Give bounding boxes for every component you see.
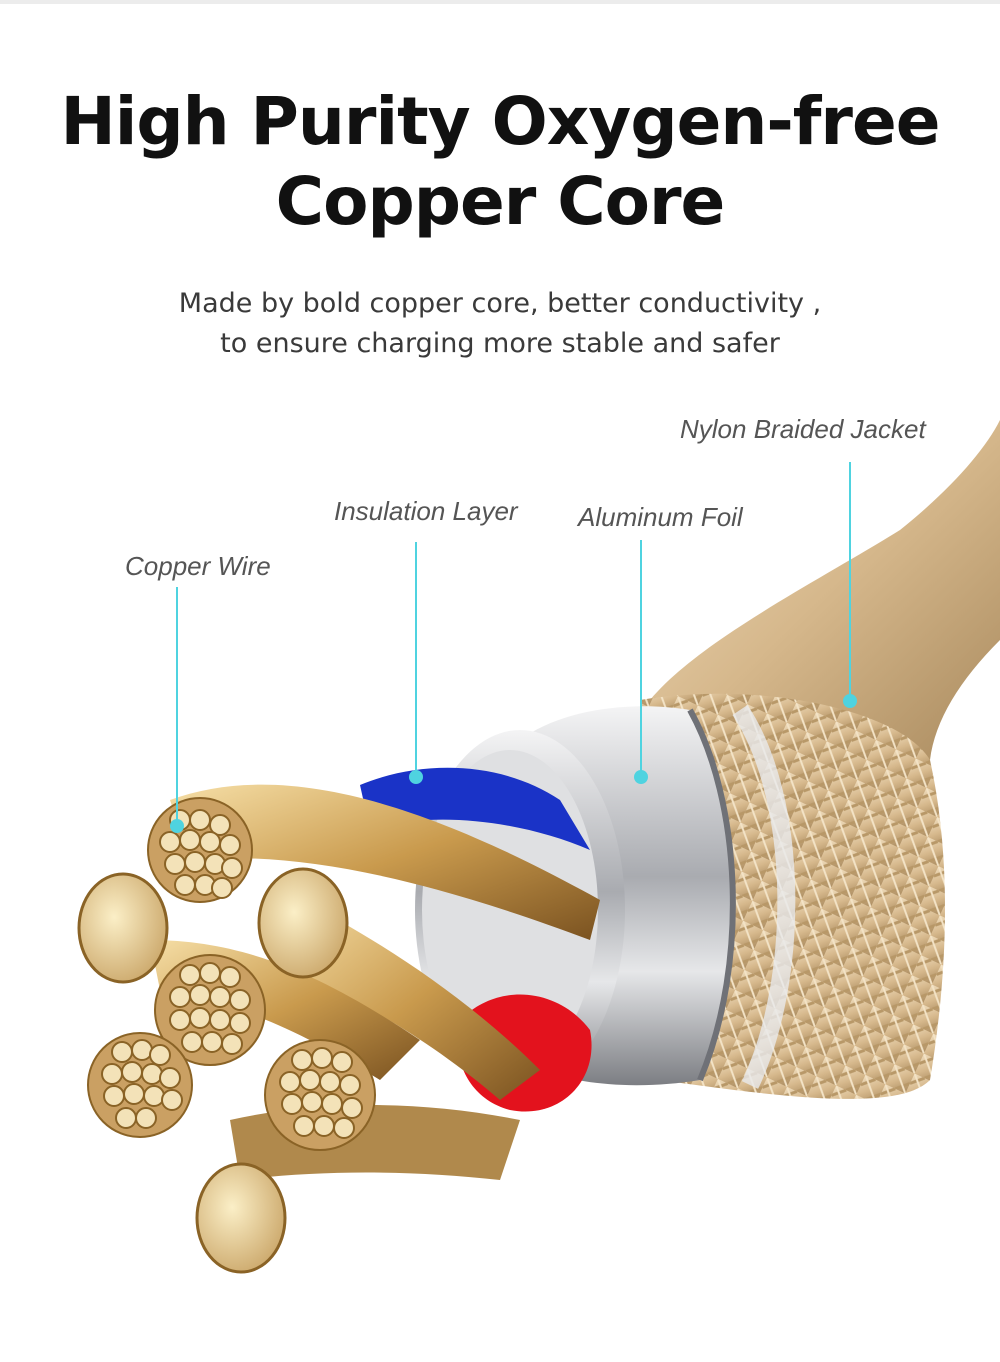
top-divider [0, 0, 1000, 4]
conductor-face-2 [257, 867, 349, 979]
blue-insulation [360, 767, 590, 850]
cable-cross-section-illustration [77, 420, 1000, 1274]
strand-face-bottom [264, 1039, 376, 1151]
label-nylon-braided-jacket: Nylon Braided Jacket [680, 414, 926, 444]
conductor-face-3 [195, 1162, 287, 1274]
conductor-face-1 [77, 872, 169, 984]
subtitle-line-2: to ensure charging more stable and safer [220, 328, 780, 359]
page-title: High Purity Oxygen-free Copper Core [0, 82, 1000, 242]
label-insulation-layer: Insulation Layer [334, 496, 518, 526]
nylon-braided-jacket [650, 420, 1000, 760]
aluminum-marker [634, 770, 648, 784]
strand-face-middle [154, 954, 266, 1066]
insulation-marker [409, 770, 423, 784]
title-line-1: High Purity Oxygen-free [60, 83, 940, 160]
label-aluminum-foil: Aluminum Foil [578, 502, 743, 532]
strand-face-left [87, 1032, 193, 1138]
label-copper-wire: Copper Wire [125, 551, 271, 581]
strand-face-top [147, 797, 253, 903]
nylon-marker [843, 694, 857, 708]
copper-strand-bundle [170, 784, 600, 940]
page-subtitle: Made by bold copper core, better conduct… [0, 284, 1000, 364]
title-line-2: Copper Core [275, 163, 726, 240]
subtitle-line-1: Made by bold copper core, better conduct… [178, 288, 822, 319]
copper-wire-marker [170, 819, 184, 833]
